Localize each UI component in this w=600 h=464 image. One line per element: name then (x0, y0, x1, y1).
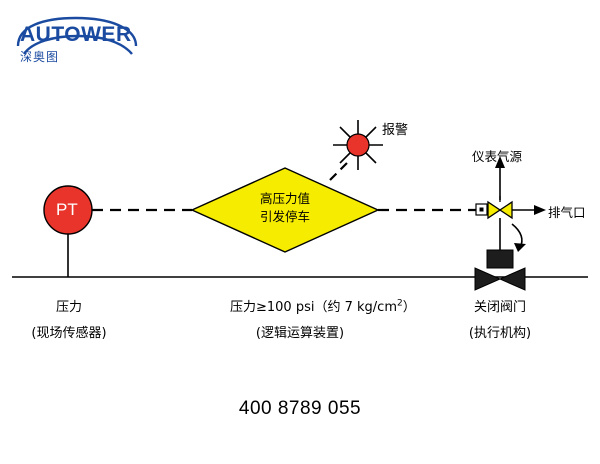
logic-condition-label: 压力≥100 psi（约 7 kg/cm2） (230, 296, 416, 315)
logic-condition-sup: 2 (396, 298, 403, 309)
logic-condition-end: ） (402, 300, 416, 315)
vent-port-label: 排气口 (548, 205, 586, 220)
logo-sub-text: 深奥图 (20, 50, 60, 64)
actuator-label: 关闭阀门 (473, 300, 526, 315)
sensor-sublabel: (现场传感器) (31, 326, 107, 341)
sensor-label: 压力 (55, 300, 82, 315)
alarm-label: 报警 (382, 123, 409, 138)
company-logo: AUTOWER 深奥图 (14, 14, 144, 64)
signal-line-logic-to-alarm (329, 161, 349, 181)
alarm-burst-icon (333, 120, 383, 170)
control-valve-body (474, 267, 526, 291)
logic-condition-text: 压力≥100 psi（约 7 kg/cm (230, 300, 397, 315)
logic-solver-diamond (190, 167, 380, 253)
logic-text-line2: 引发停车 (259, 209, 310, 224)
valve-actuator-block (486, 249, 514, 269)
logic-text-line1: 高压力值 (259, 191, 310, 206)
instrument-air-supply-label: 仪表气源 (472, 149, 523, 164)
footer-phone-number: 400 8789 055 (238, 398, 362, 419)
pressure-transmitter-circle (43, 185, 93, 235)
logo-swoosh-icon (16, 16, 138, 55)
logic-sublabel: (逻辑运算装置) (255, 326, 345, 341)
vent-arrow (534, 205, 546, 215)
actuator-sublabel: (执行机构) (468, 326, 532, 341)
air-supply-arrow (495, 156, 505, 168)
action-arrow-head (514, 243, 526, 252)
pressure-transmitter-tag: PT (56, 200, 78, 219)
solenoid-valve (475, 196, 513, 220)
logo-brand-text: AUTOWER (20, 23, 132, 46)
